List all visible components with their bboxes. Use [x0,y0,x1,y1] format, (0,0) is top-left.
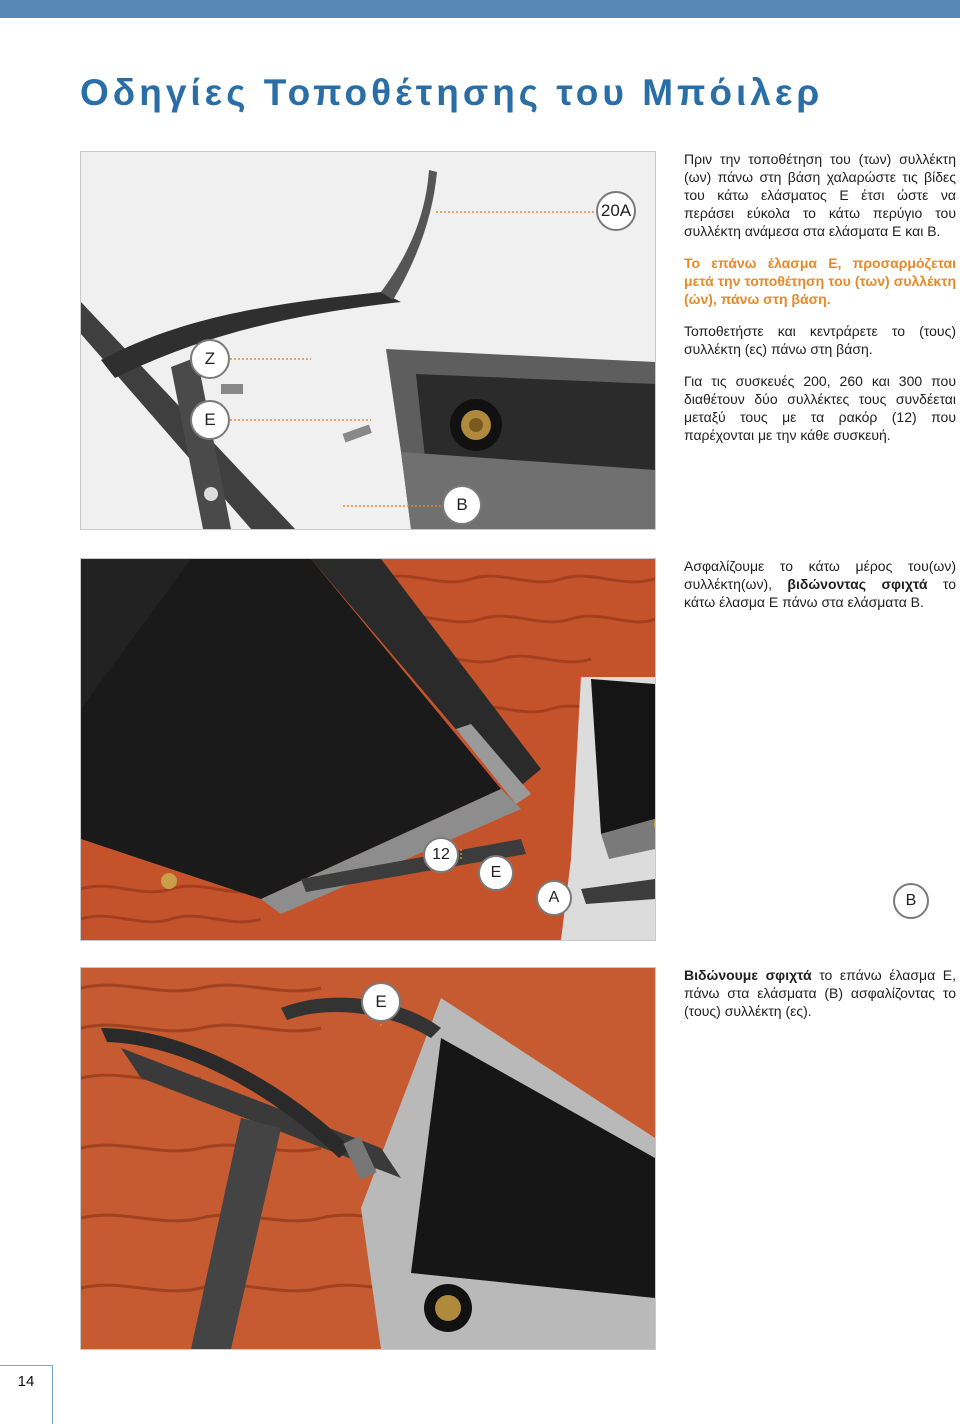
page-number-divider [52,1365,53,1424]
text-fragment: το επάνω έλασμα Ε, πάνω στα ελάσματα (Β)… [684,967,956,1019]
figure-base-assembly [80,151,656,530]
upper-plate-illustration [81,968,655,1349]
base-assembly-illustration [81,152,655,529]
label-b: B [442,485,482,525]
instruction-paragraph: Για τις συσκευές 200, 260 και 300 που δι… [684,373,956,443]
top-color-bar [0,0,960,18]
page-title: Οδηγίες Τοποθέτησης του Μπόιλερ [80,72,824,113]
instruction-paragraph: Πριν την τοποθέτηση του (των) συλλέκτη (… [684,151,956,239]
instruction-paragraph: Τοποθετήστε και κεντράρετε το (τους) συλ… [684,323,956,357]
page-number: 14 [0,1365,53,1396]
instruction-paragraph: Ασφαλίζουμε το κάτω μέρος του(ων) συλλέκ… [684,557,956,611]
label-b: B [893,883,929,919]
highlighted-note: Το επάνω έλασμα Ε, προσαρμόζεται μετά τη… [684,255,956,307]
label-e: E [478,855,514,891]
text-fragment: το κάτω έλασμα Ε πάνω στα ελάσματα Β. [684,576,957,610]
instructions-block-3: Βιδώνουμε σφιχτά το επάνω έλασμα Ε, πάνω… [684,966,956,1020]
label-z: Z [190,339,230,379]
label-12: 12 [423,837,459,873]
text-fragment: Ασφαλίζουμε το κάτω μέρος του(ων) συλλέκ… [684,558,956,592]
label-20a: 20A [596,191,636,231]
label-e: E [361,982,401,1022]
bold-emphasis: βιδώνοντας σφιχτά [787,576,928,592]
figure-collectors-on-roof [80,558,656,941]
instructions-block-1: Πριν την τοποθέτηση του (των) συλλέκτη (… [684,150,956,444]
instruction-paragraph: Βιδώνουμε σφιχτά το επάνω έλασμα Ε, πάνω… [684,966,956,1020]
label-e: E [190,400,230,440]
bold-emphasis: Βιδώνουμε σφιχτά [684,967,812,983]
instructions-block-2: Ασφαλίζουμε το κάτω μέρος του(ων) συλλέκ… [684,557,956,611]
collectors-roof-illustration [81,559,655,940]
figure-upper-plate [80,967,656,1350]
label-a: A [536,880,572,916]
